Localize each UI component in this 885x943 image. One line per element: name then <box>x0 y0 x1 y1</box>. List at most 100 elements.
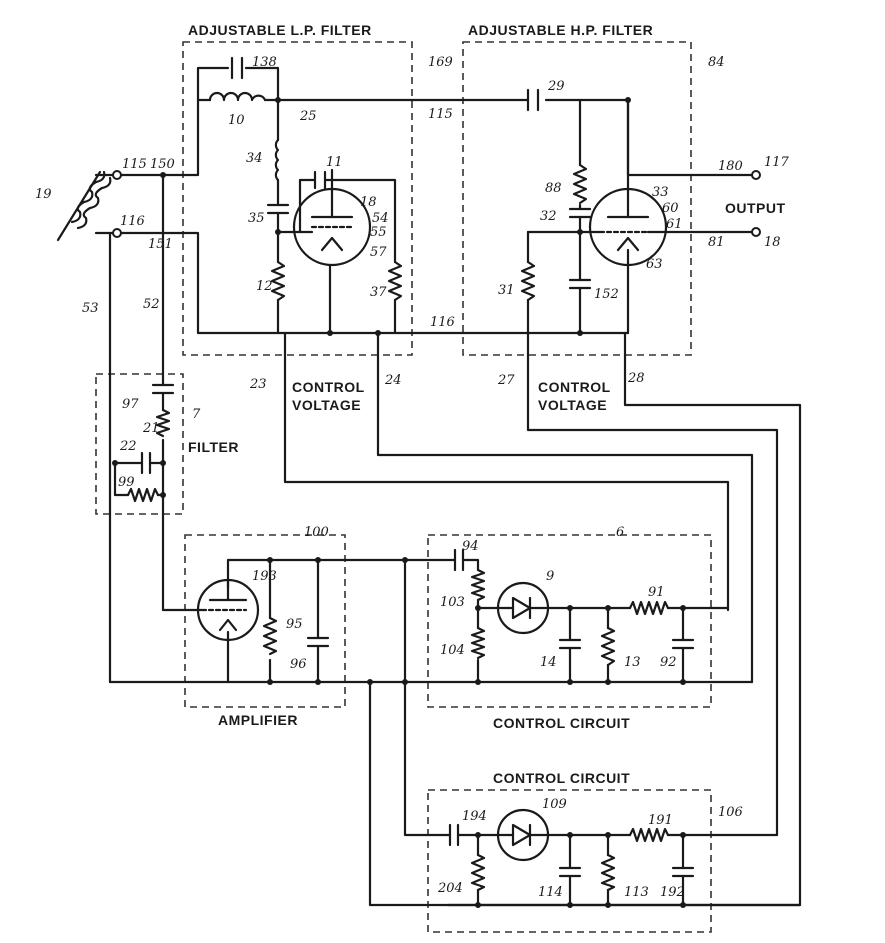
ref-9: 9 <box>546 569 554 584</box>
ref-104: 104 <box>440 643 465 658</box>
capacitor-192 <box>671 866 695 878</box>
ref-97: 97 <box>122 397 139 412</box>
ref-14: 14 <box>540 655 557 670</box>
capacitor-22 <box>140 451 152 475</box>
ref-180: 180 <box>718 159 743 174</box>
input-coil-19 <box>56 170 117 242</box>
ref-88: 88 <box>545 181 562 196</box>
ref-109: 109 <box>542 797 567 812</box>
ref-29: 29 <box>547 79 565 94</box>
ref-33: 33 <box>652 185 669 200</box>
resistor-113 <box>600 853 616 892</box>
lp-filter-title: ADJUSTABLE L.P. FILTER <box>188 22 372 38</box>
filter-title: FILTER <box>188 439 239 455</box>
resistor-91 <box>628 600 670 616</box>
capacitor-97 <box>151 383 175 395</box>
ref-55: 55 <box>370 225 387 240</box>
ref-18b: 18 <box>764 235 781 250</box>
ref-113: 113 <box>624 885 649 900</box>
ref-35: 35 <box>248 211 265 226</box>
ref-54: 54 <box>372 211 389 226</box>
capacitor-96 <box>306 636 330 648</box>
capacitor-14 <box>558 638 582 650</box>
capacitor-29 <box>526 88 540 112</box>
capacitor-152 <box>568 278 592 290</box>
ref-52: 52 <box>143 297 160 312</box>
control-voltage-2-line1: CONTROL <box>538 379 611 395</box>
amplifier-title: AMPLIFIER <box>218 712 298 728</box>
ref-21: 21 <box>142 421 160 436</box>
inductor-34 <box>274 138 280 182</box>
ref-193: 193 <box>252 569 277 584</box>
ref-96: 96 <box>290 657 307 672</box>
ref-53: 53 <box>82 301 99 316</box>
capacitor-92 <box>671 638 695 650</box>
control-voltage-1-line2: VOLTAGE <box>292 397 361 413</box>
ref-31: 31 <box>498 283 515 298</box>
tube-33 <box>588 187 668 267</box>
resistor-104 <box>470 626 486 660</box>
resistor-31 <box>520 260 536 302</box>
reference-numerals: 19 115 116 150 151 53 52 138 10 25 34 11… <box>35 55 790 900</box>
ref-23: 23 <box>249 377 267 392</box>
lp-filter-box <box>182 41 413 356</box>
ref-91: 91 <box>648 585 665 600</box>
ref-25: 25 <box>299 109 317 124</box>
ref-151: 151 <box>148 237 173 252</box>
ref-10: 10 <box>228 113 245 128</box>
control-circuit-1-title: CONTROL CIRCUIT <box>493 715 630 731</box>
ref-192: 192 <box>660 885 685 900</box>
diode-109 <box>496 808 550 862</box>
control-circuit-2-title: CONTROL CIRCUIT <box>493 770 630 786</box>
control-voltage-2-line2: VOLTAGE <box>538 397 607 413</box>
ref-57: 57 <box>370 245 387 260</box>
hp-filter-title: ADJUSTABLE H.P. FILTER <box>468 22 653 38</box>
capacitor-11 <box>313 170 327 190</box>
output-label: OUTPUT <box>725 200 786 216</box>
ref-81: 81 <box>708 235 725 250</box>
ref-115: 115 <box>122 157 147 172</box>
capacitor-138 <box>230 56 244 80</box>
resistor-95 <box>262 616 278 656</box>
capacitor-114 <box>558 866 582 878</box>
ref-11: 11 <box>326 155 343 170</box>
ref-60: 60 <box>662 201 679 216</box>
diode-9 <box>496 581 550 635</box>
resistor-103 <box>470 568 486 602</box>
ref-94: 94 <box>462 539 479 554</box>
hp-filter-box <box>462 41 692 356</box>
ref-27: 27 <box>497 373 515 388</box>
ref-116b: 116 <box>430 315 455 330</box>
ref-84: 84 <box>708 55 725 70</box>
ref-6: 6 <box>616 525 624 540</box>
input-terminal-116 <box>112 228 122 238</box>
output-terminal-18 <box>751 227 761 237</box>
filter-box <box>95 373 184 515</box>
input-terminal-115 <box>112 170 122 180</box>
ref-114: 114 <box>538 885 563 900</box>
ref-95: 95 <box>286 617 303 632</box>
ref-169: 169 <box>428 55 453 70</box>
ref-28: 28 <box>627 371 645 386</box>
ref-18a: 18 <box>360 195 377 210</box>
control-voltage-1-line1: CONTROL <box>292 379 365 395</box>
ref-106: 106 <box>718 805 743 820</box>
ref-194: 194 <box>462 809 487 824</box>
control-circuit-2-box <box>427 789 712 933</box>
capacitor-35 <box>266 203 290 215</box>
capacitor-32-hp <box>568 207 592 219</box>
ref-7: 7 <box>192 407 201 422</box>
inductor-10 <box>208 91 267 102</box>
ref-100: 100 <box>304 525 329 540</box>
output-terminal-117 <box>751 170 761 180</box>
tube-193 <box>196 578 260 642</box>
resistor-21 <box>155 408 171 438</box>
ref-63: 63 <box>646 257 663 272</box>
tube-18 <box>292 187 372 267</box>
ref-22: 22 <box>119 439 137 454</box>
ref-116: 116 <box>120 214 145 229</box>
ref-13: 13 <box>624 655 641 670</box>
resistor-88 <box>572 163 588 205</box>
amplifier-box <box>184 534 346 708</box>
